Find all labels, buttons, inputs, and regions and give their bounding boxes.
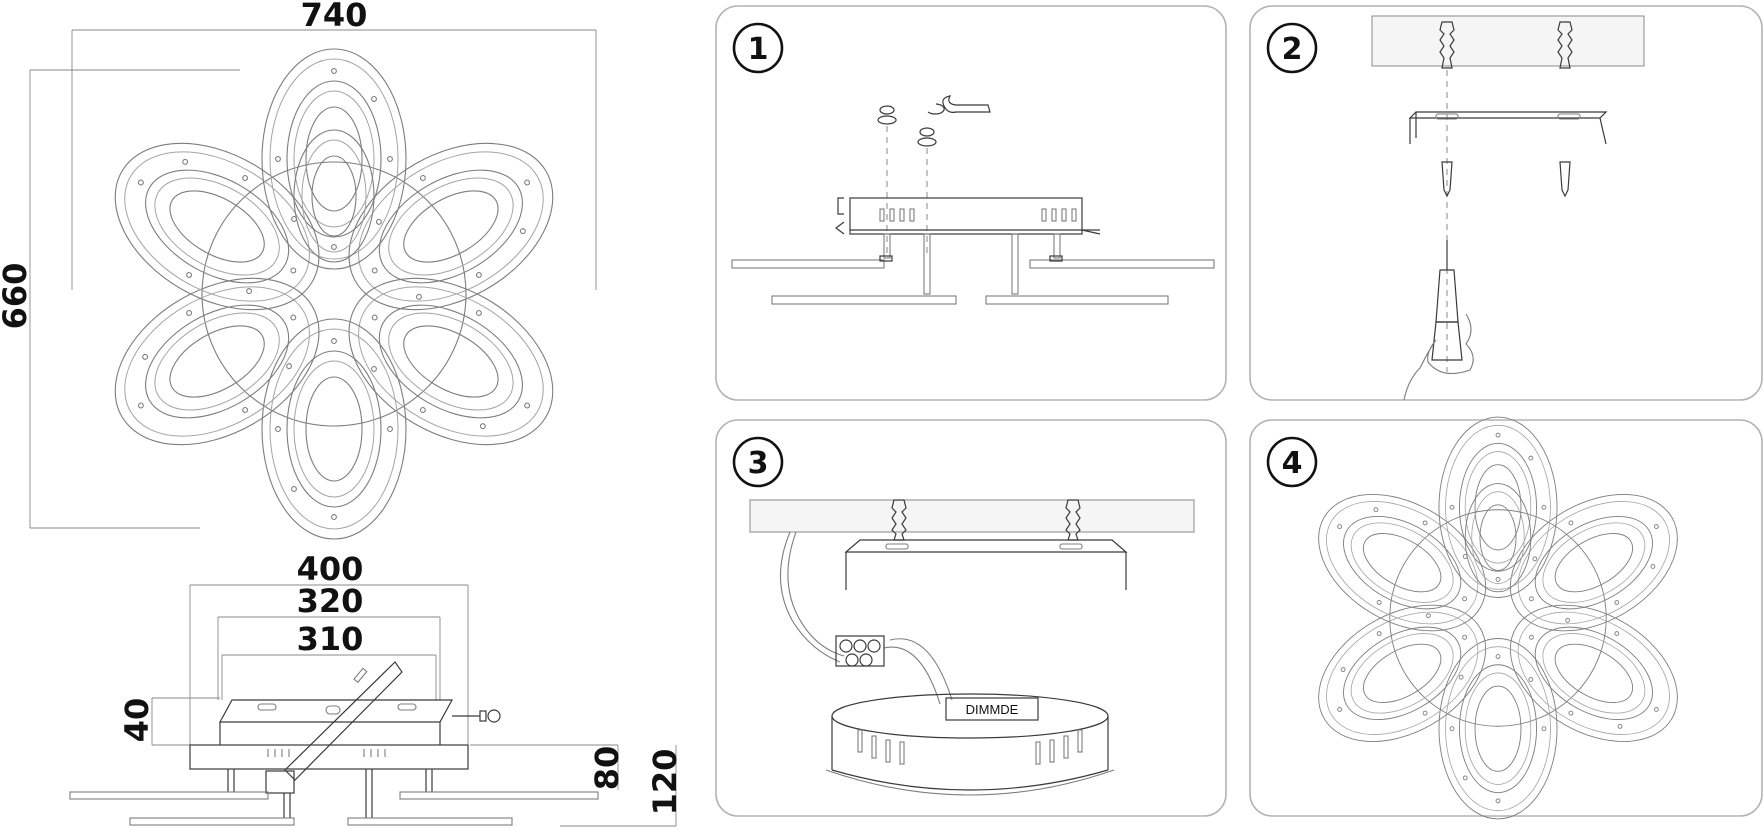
petal	[1318, 604, 1487, 742]
center-petal	[293, 129, 375, 263]
step-3-panel: 3	[715, 419, 1227, 817]
step-3-number: 3	[748, 446, 769, 481]
petal	[261, 48, 407, 270]
step-4-number: 4	[1282, 446, 1303, 481]
petal	[1509, 494, 1678, 632]
step-1-number: 1	[748, 32, 769, 67]
center-petal	[1464, 483, 1532, 593]
fixture-top-view	[114, 48, 554, 540]
dimension-40-label: 40	[118, 698, 156, 743]
dimension-310-label: 310	[297, 620, 364, 658]
petal	[114, 277, 320, 446]
wall-plug-icon	[1439, 21, 1573, 69]
petal	[261, 318, 407, 540]
petal	[1438, 638, 1558, 820]
nut-icon	[877, 105, 937, 147]
arrow-up-icon	[837, 197, 844, 215]
width-dimension-label: 740	[301, 0, 368, 34]
petal	[1509, 604, 1678, 742]
petal	[348, 142, 554, 311]
petal	[1438, 416, 1558, 598]
step-4-panel: 4	[1249, 416, 1763, 820]
dimension-400-label: 400	[297, 550, 364, 588]
petal	[348, 277, 554, 446]
fixture-installed-view	[1318, 416, 1678, 820]
screw-icon	[1441, 161, 1571, 198]
dimension-320-label: 320	[297, 582, 364, 620]
fixture-ring	[1389, 509, 1607, 727]
dimension-80-label: 80	[588, 746, 626, 791]
rotate-arrow-icon	[927, 103, 945, 115]
step-2-panel: 2	[1249, 5, 1763, 401]
terminal-block-icon	[835, 635, 885, 667]
side-view-dimensions: 400 320 310 40 80 120	[118, 550, 684, 827]
ceiling-block	[1371, 15, 1645, 67]
driver-label: DIMMDE	[966, 702, 1019, 717]
driver-box	[945, 697, 1039, 721]
dimension-120-label: 120	[646, 749, 684, 816]
ceiling-block	[749, 499, 1195, 533]
fixture-ring	[201, 161, 467, 427]
hand-illustration	[1403, 313, 1474, 401]
top-view-dimensions: 740 660	[0, 0, 597, 529]
step-2-number: 2	[1282, 32, 1303, 67]
wrench-icon	[942, 95, 991, 113]
petal	[114, 142, 320, 311]
fixture-side-view	[69, 661, 599, 826]
petal	[1318, 494, 1487, 632]
step-1-panel: 1	[715, 5, 1227, 401]
height-dimension-label: 660	[0, 263, 34, 330]
screwdriver-icon	[1431, 240, 1463, 361]
